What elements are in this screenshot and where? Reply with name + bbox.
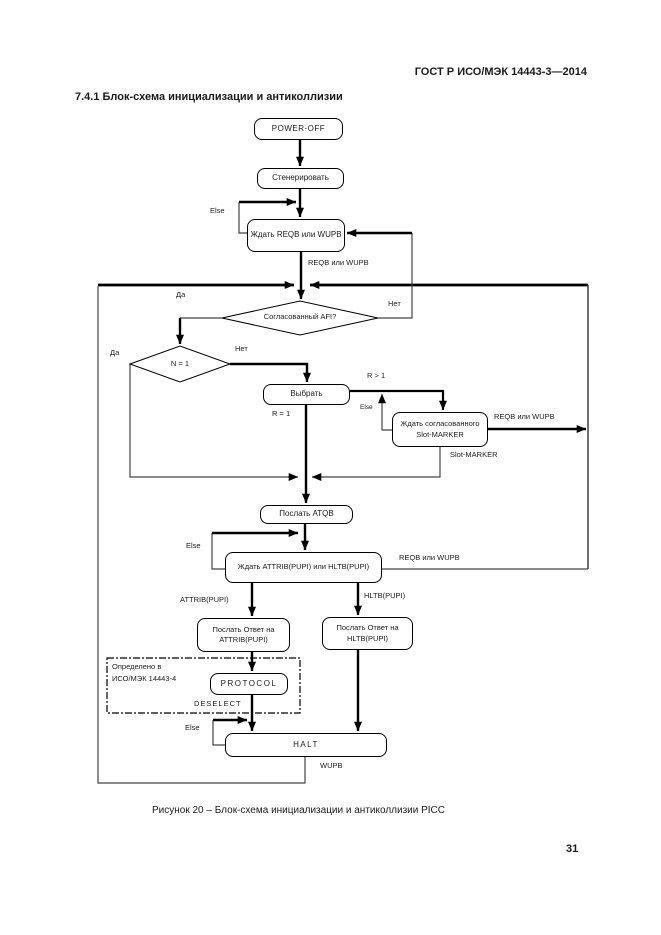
node-send-hltb-answer-line1: Послать Ответ на (336, 623, 399, 633)
edge-label-else-idle: Else (210, 206, 225, 215)
edge-label-attrib-pupi: ATTRIB(PUPI) (180, 595, 229, 604)
node-select: Выбрать (263, 384, 350, 405)
node-protocol: PROTOCOL (210, 673, 288, 695)
edge-label-slot-marker: Slot-MARKER (450, 450, 498, 459)
edge-label-no-afi: Нет (388, 299, 401, 308)
node-send-attrib-answer-line2: ATTRIB(PUPI) (219, 635, 268, 644)
defined-in-note-line2: ИСО/МЭК 14443-4 (112, 673, 177, 683)
node-halt: HALT (225, 733, 387, 757)
node-power-off: POWER-OFF (254, 118, 343, 140)
node-wait-attrib-label: Ждать ATTRIB(PUPI) или HLTB(PUPI) (237, 562, 370, 572)
connector-else-slot (378, 393, 393, 431)
connector-else-attrib-loop (211, 533, 225, 570)
node-wait-reqb: Ждать REQB или WUPB (247, 219, 345, 252)
edge-label-reqb-wupb-slot: REQB или WUPB (494, 412, 555, 421)
document-header: ГОСТ Р ИСО/МЭК 14443-3—2014 (414, 66, 587, 78)
defined-in-note: Определено в ИСО/МЭК 14443-4 (112, 661, 176, 684)
edge-label-yes-afi: Да (176, 290, 186, 299)
node-send-atqb: Послать ATQB (260, 505, 353, 524)
edge-label-no-n: Нет (235, 344, 248, 353)
node-wait-attrib: Ждать ATTRIB(PUPI) или HLTB(PUPI) (225, 552, 382, 583)
edge-label-else-halt: Else (185, 723, 200, 732)
edge-label-r-gt-1: R > 1 (367, 371, 386, 380)
connector-halt-wupb-leftloop (97, 286, 306, 784)
connector-r-gt-1 (350, 389, 447, 411)
connector-else-idle-loop (238, 202, 247, 234)
node-wait-reqb-label: Ждать REQB или WUPB (250, 230, 342, 240)
node-send-hltb-answer: Послать Ответ на HLTB(PUPI) (322, 617, 413, 650)
n-decision-label: N = 1 (170, 359, 190, 368)
edge-label-else-atqb: Else (186, 541, 201, 550)
page-number: 31 (566, 843, 579, 855)
edge-label-hltb-pupi: HLTB(PUPI) (364, 591, 406, 600)
node-select-label: Выбрать (290, 389, 323, 399)
n-decision-diamond (128, 345, 232, 383)
node-wait-slot-marker-line1: Ждать согласованного (400, 419, 480, 429)
edge-label-else-slot: Else (360, 404, 373, 411)
node-halt-label: HALT (293, 739, 319, 749)
node-send-atqb-label: Послать ATQB (279, 509, 334, 519)
node-send-attrib-answer-line1: Послать Ответ на (212, 624, 275, 634)
node-generate: Стенерировать (257, 168, 344, 189)
connector-n-no (230, 362, 311, 383)
figure-caption: Рисунок 20 – Блок-схема инициализации и … (152, 805, 446, 816)
afi-decision-diamond (221, 300, 379, 336)
connector-slot-return (311, 447, 441, 481)
node-generate-label: Стенерировать (272, 173, 329, 183)
node-wait-slot-marker: Ждать согласованного Slot-MARKER (392, 412, 488, 447)
node-wait-slot-marker-line2: Slot-MARKER (416, 429, 464, 439)
edge-label-wupb: WUPB (320, 761, 343, 770)
connector-afi-no (378, 233, 413, 319)
node-power-off-label: POWER-OFF (271, 123, 326, 133)
defined-in-note-line1: Определено в (112, 662, 162, 671)
node-send-attrib-answer: Послать Ответ на ATTRIB(PUPI) (197, 618, 290, 652)
defined-in-dashed-box (106, 657, 301, 714)
node-send-hltb-answer-line2: HLTB(PUPI) (346, 633, 389, 643)
node-protocol-label: PROTOCOL (220, 678, 278, 688)
afi-decision-label: Согласованный AFI? (263, 312, 337, 321)
edge-label-reqb-wupb-attrib: REQB или WUPB (399, 553, 460, 562)
edge-label-reqb-wupb-top: REQB или WUPB (308, 258, 369, 267)
edge-label-r-eq-1: R = 1 (272, 409, 291, 418)
connector-n-yes (129, 364, 299, 481)
edge-label-yes-n: Да (110, 348, 120, 357)
section-heading: 7.4.1 Блок-схема инициализации и антикол… (75, 91, 343, 103)
connector-else-halt-loop (212, 720, 225, 746)
edge-label-deselect: DESELECT (194, 699, 242, 708)
